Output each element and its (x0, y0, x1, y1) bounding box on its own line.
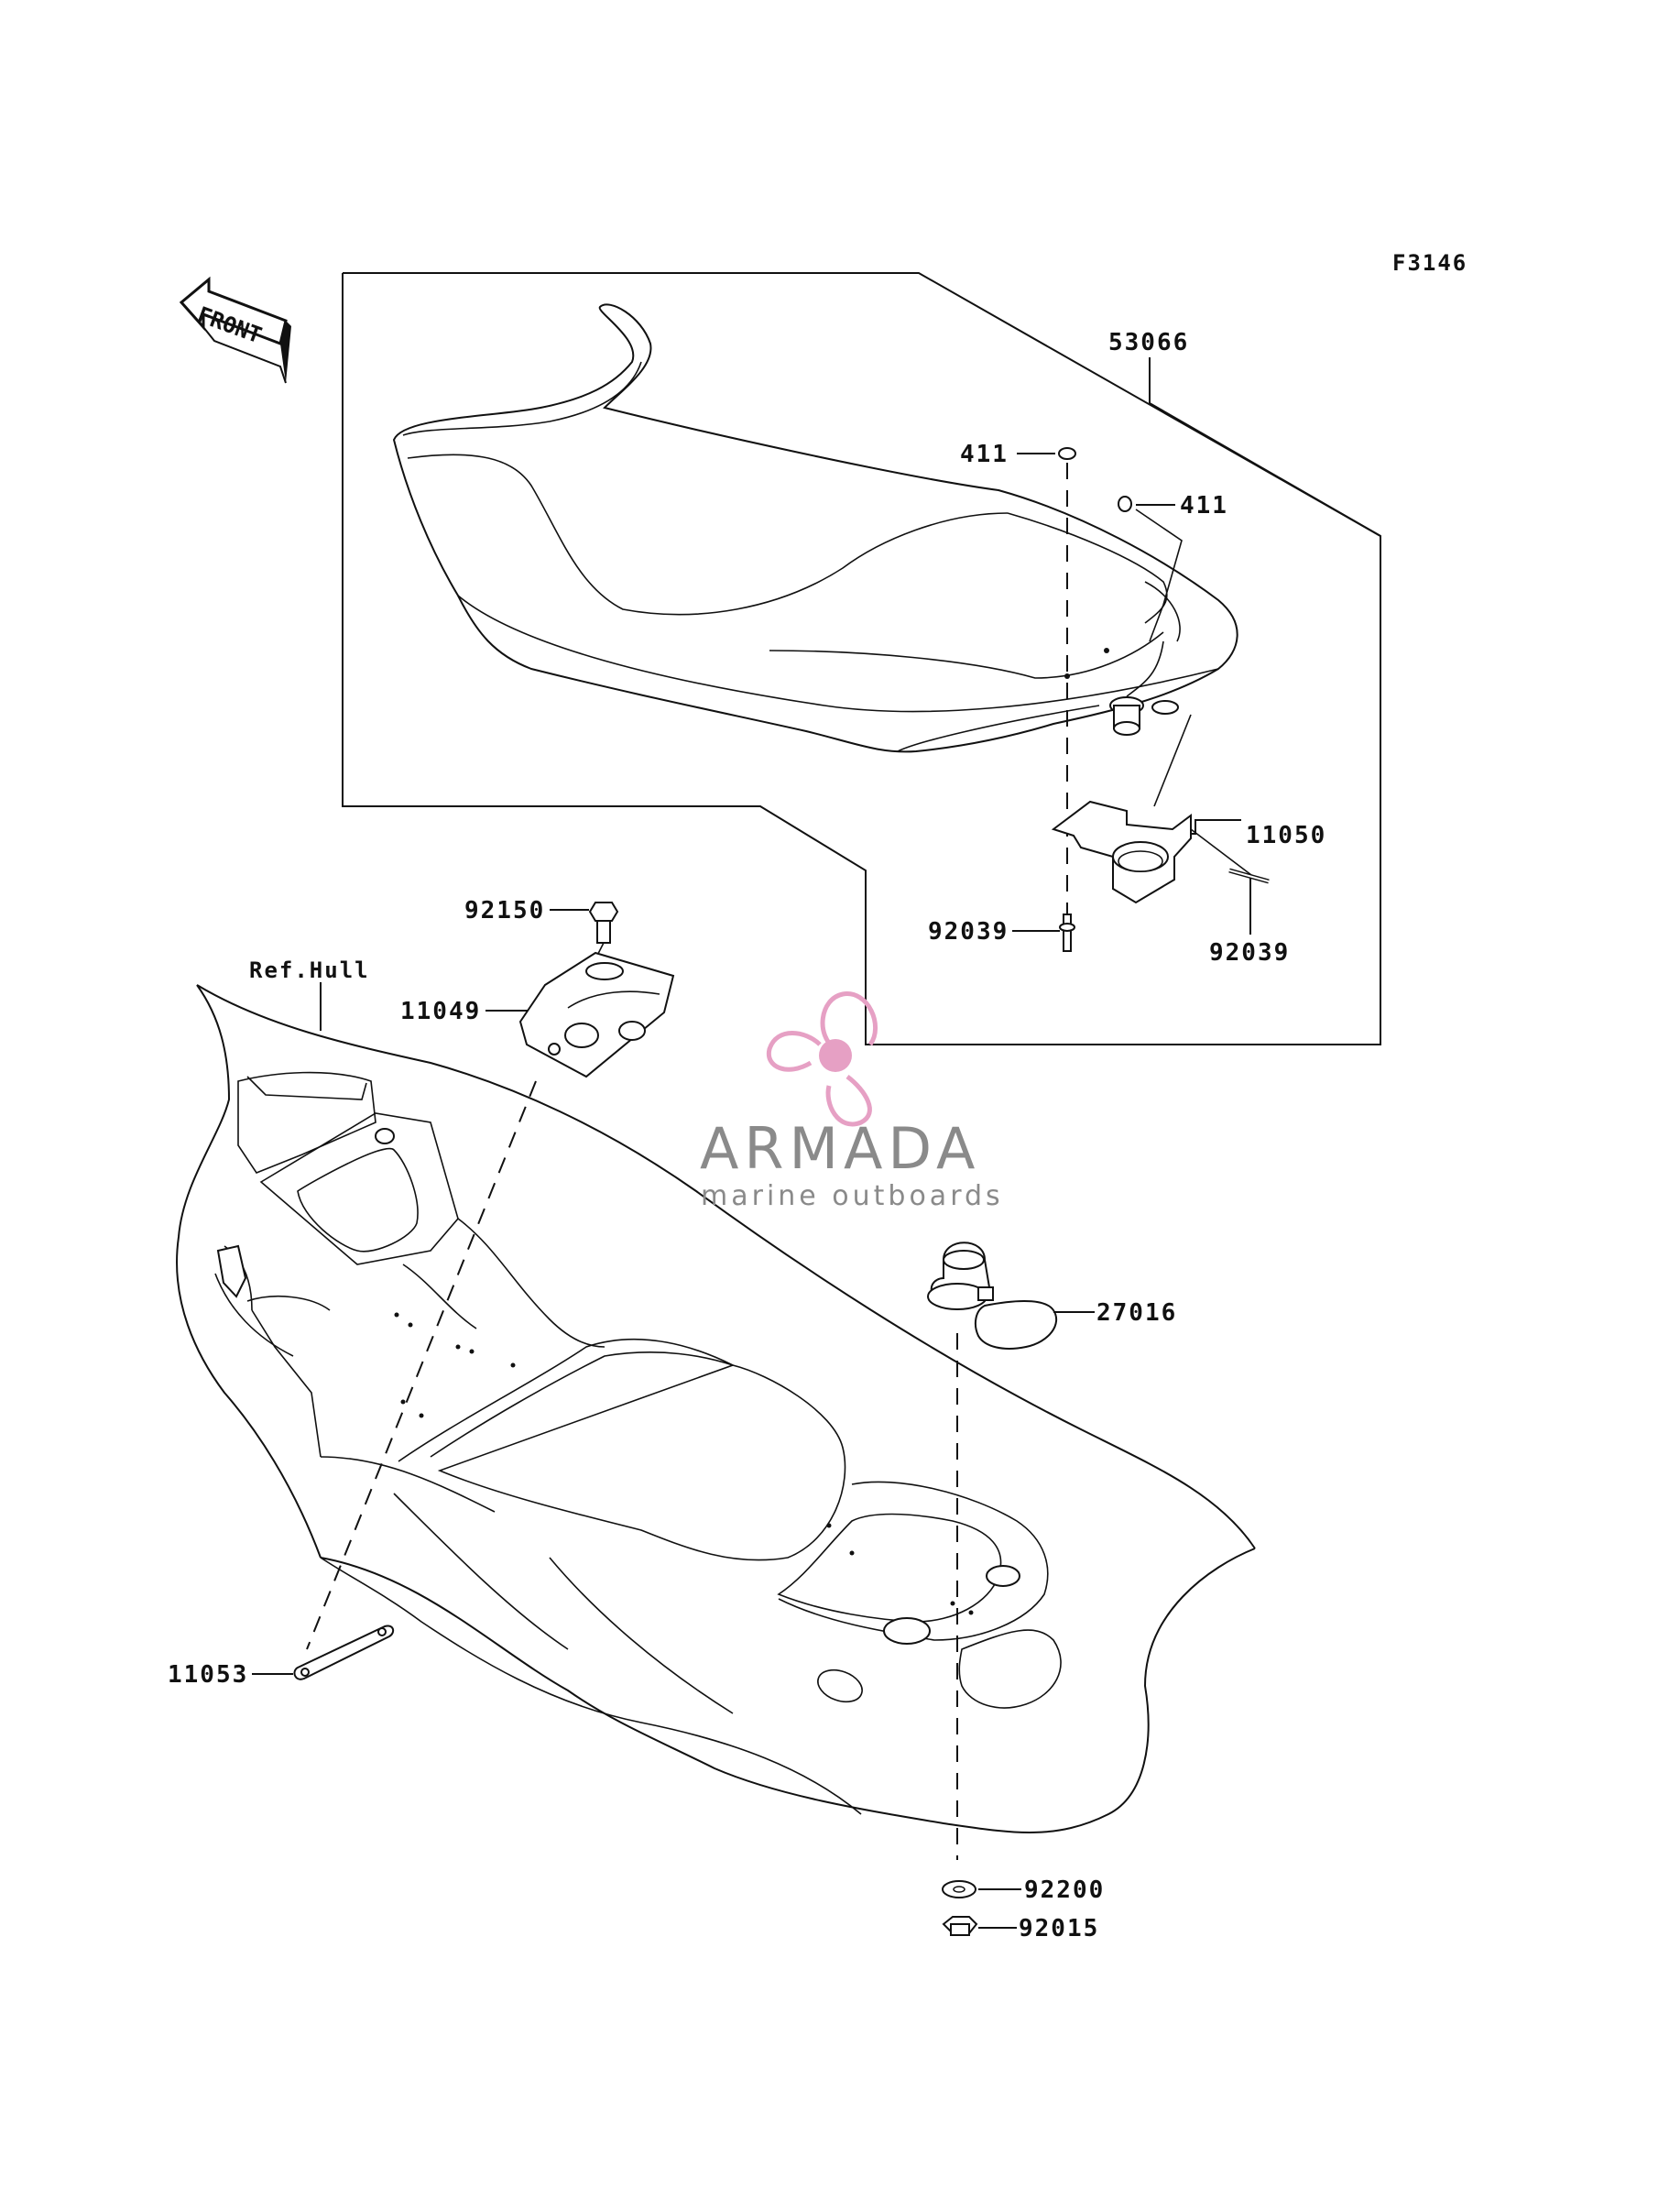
washer-bottom-icon (942, 1880, 976, 1898)
strap-icon (293, 1625, 395, 1680)
washer-top-icon (1058, 447, 1076, 460)
callout-nut: 92015 (1019, 1915, 1099, 1942)
watermark-tagline: marine outboards (701, 1180, 1004, 1212)
callout-strap: 11053 (168, 1661, 248, 1689)
nut-icon (942, 1916, 978, 1936)
hull-bracket-illustration (518, 951, 675, 1078)
callout-pin-right: 92039 (1209, 939, 1290, 967)
watermark-brand: ARMADA (700, 1115, 980, 1182)
seat-assembly-boundary (342, 272, 1381, 1045)
latch-bracket-illustration (1051, 800, 1256, 904)
callout-seat-catch: 27016 (1096, 1299, 1177, 1327)
callout-latch-bracket: 11050 (1246, 822, 1326, 849)
ref-hull-label: Ref.Hull (249, 957, 370, 983)
seat-illustration (392, 303, 1238, 753)
callout-washer-bottom: 92200 (1024, 1876, 1105, 1904)
pin-right-icon (1228, 868, 1270, 884)
armada-watermark: ARMADA marine outboards (700, 991, 1004, 1212)
callout-hull-bracket: 11049 (400, 998, 481, 1025)
callout-washer-right: 411 (1180, 492, 1228, 520)
washer-right-icon (1118, 496, 1132, 512)
figure-code: F3146 (1392, 250, 1467, 276)
hull-illustration (176, 984, 1256, 1833)
callout-bolt: 92150 (464, 897, 545, 924)
callout-washer-top: 411 (960, 441, 1009, 468)
pin-left-icon (1059, 914, 1075, 952)
callout-pin-left: 92039 (928, 918, 1009, 946)
propeller-logo-icon (766, 991, 878, 1127)
bolt-icon (588, 902, 619, 944)
callout-seat: 53066 (1108, 329, 1189, 356)
seat-catch-illustration (927, 1242, 1058, 1350)
front-arrow-icon: FRONT (179, 276, 291, 384)
